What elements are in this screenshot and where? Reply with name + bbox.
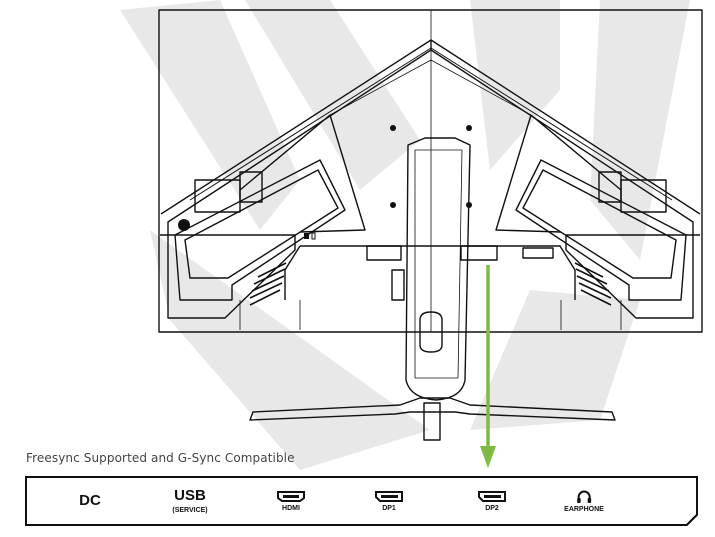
port-usb-sublabel: (SERVICE) — [172, 507, 208, 514]
stand-base — [249, 397, 616, 421]
joystick-button — [178, 219, 190, 231]
indicator-arrow — [480, 265, 496, 468]
back-housing-left — [160, 39, 432, 319]
port-dp1: DP1 — [374, 478, 404, 524]
right-vent-louvers — [574, 262, 612, 306]
stand-neck — [405, 137, 471, 401]
left-vent-louvers — [249, 262, 287, 306]
headphone-icon — [577, 490, 591, 503]
kensington-lock-icon — [304, 233, 309, 239]
port-usb-label: USB — [174, 487, 206, 504]
io-recess — [284, 245, 576, 300]
port-dp2-label: DP2 — [485, 505, 499, 512]
port-dc-label: DC — [79, 492, 101, 509]
left-side-panel — [174, 159, 346, 301]
displayport-icon — [375, 491, 403, 502]
feature-caption: Freesync Supported and G-Sync Compatible — [26, 451, 295, 465]
io-port-panel: DC USB (SERVICE) HDMI DP1 DP2 EARPHONE — [25, 476, 698, 526]
vesa-mount-holes — [390, 125, 472, 208]
port-dp1-label: DP1 — [382, 505, 396, 512]
panel-corner-notch — [684, 512, 698, 526]
port-dc: DC — [79, 478, 101, 524]
port-hdmi: HDMI — [276, 478, 306, 524]
port-earphone: EARPHONE — [564, 478, 604, 524]
port-hdmi-label: HDMI — [282, 505, 300, 512]
right-side-panel — [515, 159, 687, 301]
displayport-icon — [478, 491, 506, 502]
port-earphone-label: EARPHONE — [564, 506, 604, 513]
port-usb: USB (SERVICE) — [172, 478, 207, 524]
hdmi-port-icon — [277, 491, 305, 502]
port-dp2: DP2 — [477, 478, 507, 524]
